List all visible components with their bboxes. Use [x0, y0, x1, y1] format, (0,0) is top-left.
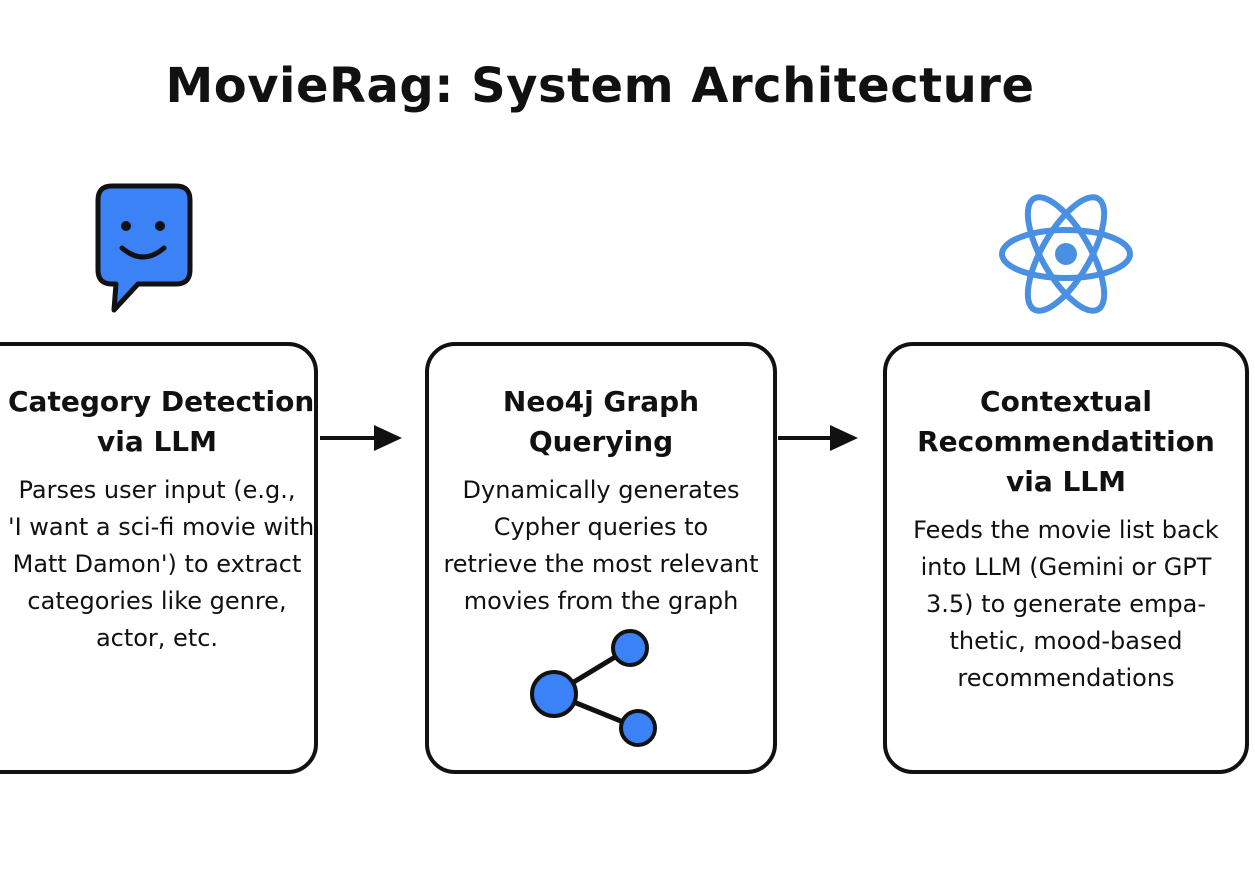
step-title: Contextual Recommendatition via LLM [887, 382, 1245, 502]
flow-arrow [778, 425, 858, 451]
step-description-line: Feeds the movie list back [913, 516, 1219, 544]
step-contextual-recommendation: Contextual Recommendatition via LLM Feed… [883, 342, 1249, 774]
step-description-line: 3.5) to generate empa- [926, 590, 1206, 618]
step-description-line: 'I want a sci-fi movie with [8, 513, 315, 541]
step-description-line: actor, etc. [95, 624, 219, 652]
atom-icon [999, 194, 1133, 314]
flow-arrow [320, 425, 402, 451]
step-description-line: recommendations [957, 664, 1175, 692]
step-title: Category Detection via LLM [0, 382, 314, 462]
step-title: Neo4j Graph Querying [429, 382, 773, 462]
step-graph-querying: Neo4j Graph Querying Dynamically generat… [425, 342, 777, 774]
step-description-line: retrieve the most relevant [443, 550, 759, 578]
step-description-line: movies from the graph [463, 587, 739, 615]
step-title-line: Contextual [980, 385, 1152, 418]
graph-nodes-icon [530, 629, 657, 747]
step-description-line: Matt Damon') to extract [12, 550, 302, 578]
step-description-line: categories like genre, [27, 587, 287, 615]
smiling-chat-bubble-icon [95, 183, 193, 313]
step-title-line: Neo4j Graph [502, 385, 700, 418]
step-description: Dynamically generates Cypher queries to … [429, 472, 773, 620]
step-description: Parses user input (e.g., 'I want a sci-f… [0, 472, 314, 657]
step-description-line: Dynamically generates [462, 476, 740, 504]
step-title-line: Category Detection [8, 385, 315, 418]
step-title-line: via LLM [96, 425, 218, 458]
step-description-line: thetic, mood-based [949, 627, 1183, 655]
step-title-line: Recommendatition [917, 425, 1215, 458]
diagram-title: MovieRag: System Architecture [165, 58, 1035, 114]
step-title-line: via LLM [1005, 465, 1127, 498]
step-description: Feeds the movie list back into LLM (Gemi… [887, 512, 1245, 697]
step-description-line: Cypher queries to [493, 513, 709, 541]
step-title-line: Querying [528, 425, 674, 458]
step-description-line: into LLM (Gemini or GPT [920, 553, 1212, 581]
step-description-line: Parses user input (e.g., [18, 476, 296, 504]
step-category-detection: Category Detection via LLM Parses user i… [0, 342, 318, 774]
